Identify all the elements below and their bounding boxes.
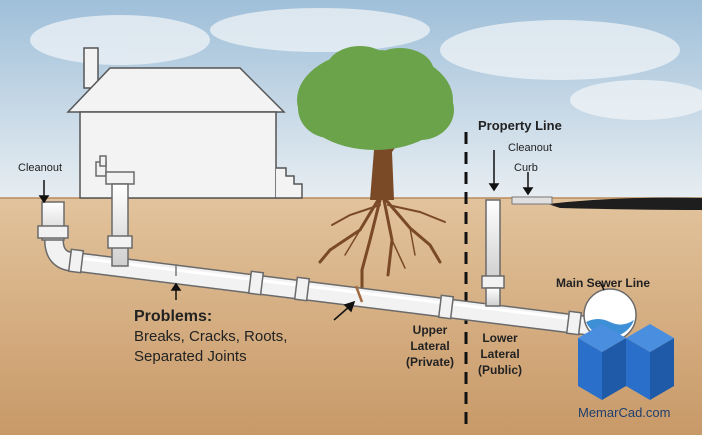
cleanout-label-right: Cleanout: [508, 142, 553, 154]
house-stack-pipe: [95, 155, 135, 267]
pipe-joints: [67, 248, 583, 336]
problems-title: Problems:: [134, 308, 213, 325]
clouds: [30, 8, 702, 120]
curb: [511, 196, 553, 205]
tree: [297, 46, 454, 200]
right-cleanout-pipe: [481, 199, 505, 307]
problems-line-2: Separated Joints: [134, 348, 247, 365]
property-line-label: Property Line: [478, 118, 562, 133]
left-cleanout-pipe: [37, 201, 69, 241]
lower-lateral-label: Lower Lateral (Public): [478, 331, 522, 377]
problems-line-1: Breaks, Cracks, Roots,: [134, 328, 288, 345]
main-sewer-line-label: Main Sewer Line: [556, 276, 651, 290]
memarcad-logo: [578, 324, 674, 400]
upper-lateral-label: Upper Lateral (Private): [405, 323, 455, 369]
watermark-text: MemarCad.com: [578, 405, 671, 420]
pointer-arrows: [38, 150, 605, 321]
road: [548, 197, 702, 210]
tree-roots: [318, 198, 446, 302]
curb-label: Curb: [514, 162, 538, 174]
cleanout-label-left: Cleanout: [18, 162, 63, 174]
